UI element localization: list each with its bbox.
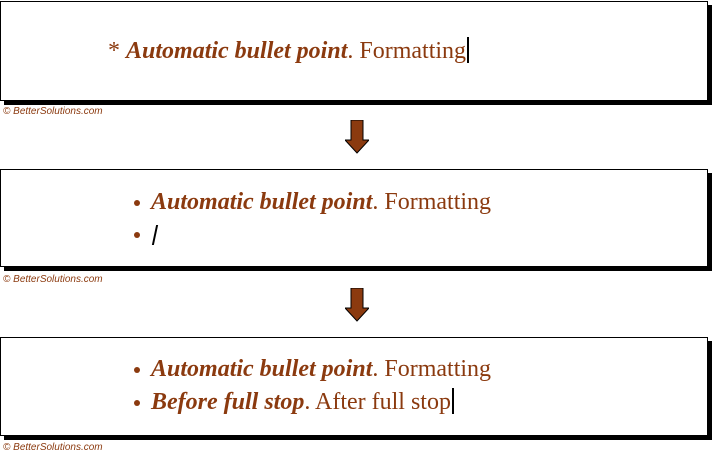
step2-line1[interactable]: Automatic bullet point. Formatting: [151, 187, 491, 217]
step3-line1[interactable]: Automatic bullet point. Formatting: [151, 354, 491, 384]
plain-text: . Formatting: [372, 356, 492, 382]
copyright-notice: © BetterSolutions.com: [3, 442, 103, 453]
bold-italic-text: Automatic bullet point: [151, 356, 373, 382]
plain-text: . After full stop: [304, 389, 451, 415]
step3-panel: Automatic bullet point. Formatting Befor…: [0, 337, 708, 436]
bold-italic-text: Before full stop: [151, 389, 305, 415]
bold-italic-text: Automatic bullet point: [151, 189, 373, 215]
bullet-icon: [134, 367, 140, 373]
text-cursor: [451, 388, 454, 414]
step3-line2[interactable]: Before full stop. After full stop: [151, 387, 454, 417]
copyright-notice: © BetterSolutions.com: [3, 274, 103, 285]
text-cursor: [467, 37, 470, 63]
bullet-icon: [134, 200, 140, 206]
step1-text-line[interactable]: * Automatic bullet point. Formatting: [108, 36, 470, 66]
text-cursor: [151, 225, 159, 245]
copyright-notice: © BetterSolutions.com: [3, 106, 103, 117]
step2-panel: Automatic bullet point. Formatting: [0, 169, 708, 267]
plain-text: . Formatting: [372, 189, 492, 215]
bullet-icon: [134, 232, 140, 238]
down-arrow-icon: [345, 288, 369, 322]
bold-italic-text: Automatic bullet point: [126, 38, 348, 64]
asterisk-marker: *: [108, 38, 126, 64]
bullet-icon: [134, 400, 140, 406]
plain-text: . Formatting: [347, 38, 467, 64]
down-arrow-icon: [345, 120, 369, 154]
step1-panel: * Automatic bullet point. Formatting: [0, 1, 708, 101]
